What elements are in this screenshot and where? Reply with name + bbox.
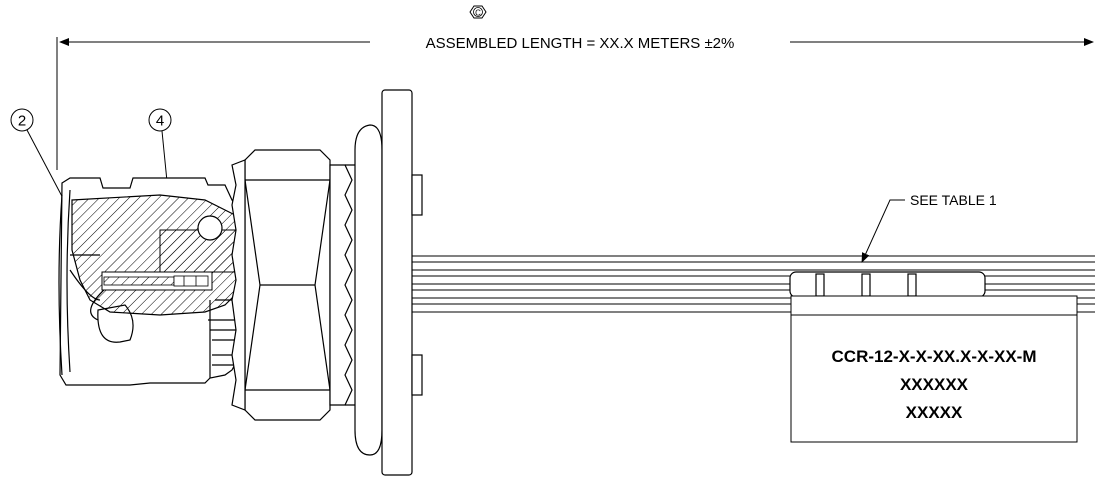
marker-label: CCR-12-X-X-XX.X-X-XX-M XXXXXX XXXXX bbox=[790, 295, 1078, 443]
assembled-length-dimension: ASSEMBLED LENGTH = XX.X METERS ±2% bbox=[56, 35, 1094, 170]
balloon-4-number: 4 bbox=[156, 113, 164, 130]
panel-flange bbox=[381, 89, 423, 476]
label-line-1: CCR-12-X-X-XX.X-X-XX-M bbox=[832, 347, 1037, 366]
section-cutaway bbox=[71, 194, 244, 316]
see-table-note: SEE TABLE 1 bbox=[861, 192, 997, 263]
gasket bbox=[354, 124, 383, 456]
note-leader bbox=[861, 199, 905, 263]
revision-symbol: C bbox=[469, 5, 487, 19]
label-line-2: XXXXXX bbox=[900, 375, 969, 394]
hex-nut bbox=[231, 149, 359, 421]
dimension-text: ASSEMBLED LENGTH = XX.X METERS ±2% bbox=[426, 35, 735, 52]
label-line-3: XXXXX bbox=[906, 403, 963, 422]
balloon-2-number: 2 bbox=[18, 113, 26, 130]
label-band bbox=[789, 271, 986, 298]
revision-symbol-letter: C bbox=[475, 9, 481, 18]
note-text: SEE TABLE 1 bbox=[910, 192, 997, 208]
